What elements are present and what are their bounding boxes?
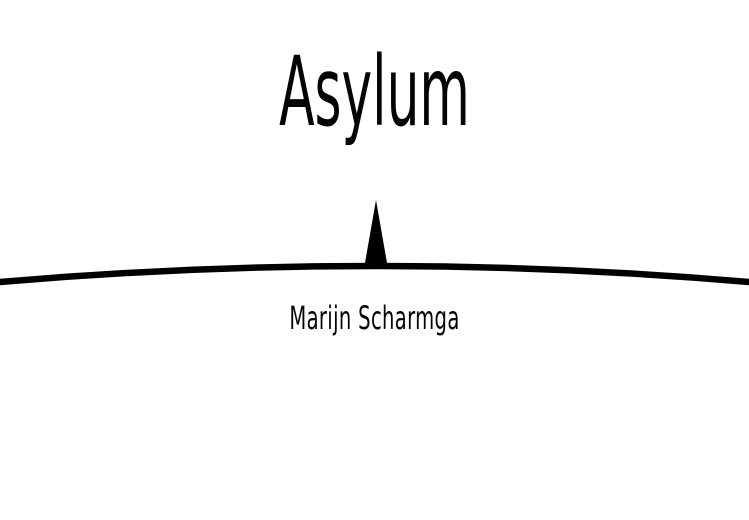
spire-triangle-icon (365, 200, 387, 263)
cover-title: Asylum (279, 36, 470, 148)
cover-author: Marijn Scharmga (289, 299, 460, 337)
horizon-arc-icon (0, 262, 749, 286)
